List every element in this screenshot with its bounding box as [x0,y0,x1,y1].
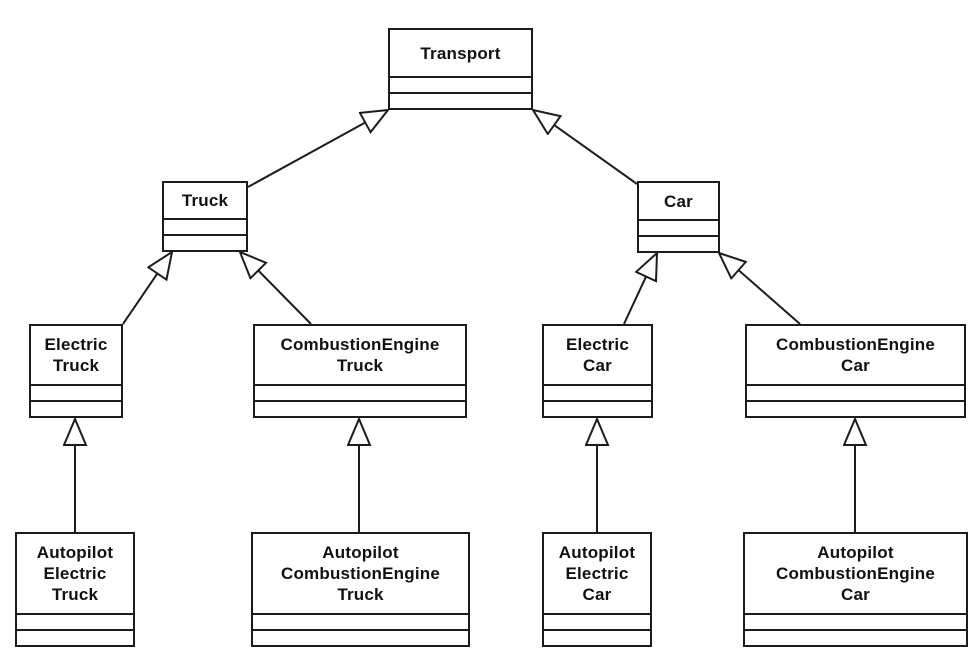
class-name-combustionenginetruck: CombustionEngine Truck [280,335,440,375]
class-box-autopilotelectriccar: Autopilot Electric Car [542,532,652,647]
attributes-compartment [390,76,531,92]
edge-electrictruck-to-truck [122,252,172,325]
edge-electriccar-to-car [623,253,657,325]
attributes-compartment [544,384,651,400]
edge-car-to-transport [533,110,638,185]
class-name-autopilotelectriccar: Autopilot Electric Car [558,543,636,604]
attributes-compartment [255,384,465,400]
attributes-compartment [253,613,468,629]
methods-compartment [745,629,966,645]
class-box-autopilotcombustionenginecar: Autopilot CombustionEngine Car [743,532,968,647]
methods-compartment [255,400,465,416]
attributes-compartment [544,613,650,629]
methods-compartment [31,400,121,416]
class-name-transport: Transport [420,43,501,63]
attributes-compartment [747,384,964,400]
class-box-transport: Transport [388,28,533,110]
methods-compartment [253,629,468,645]
attributes-compartment [31,384,121,400]
class-box-combustionenginetruck: CombustionEngine Truck [253,324,467,418]
attributes-compartment [164,218,246,234]
class-name-autopilotcombustionenginecar: Autopilot CombustionEngine Car [775,543,936,604]
methods-compartment [164,234,246,250]
attributes-compartment [17,613,133,629]
class-box-electriccar: Electric Car [542,324,653,418]
class-box-autopilotcombustionenginetruck: Autopilot CombustionEngine Truck [251,532,470,647]
methods-compartment [17,629,133,645]
methods-compartment [544,400,651,416]
class-box-electrictruck: Electric Truck [29,324,123,418]
class-name-autopilotcombustionenginetruck: Autopilot CombustionEngine Truck [280,543,441,604]
class-box-autopilotelectrictruck: Autopilot Electric Truck [15,532,135,647]
class-name-truck: Truck [181,191,229,210]
class-name-electriccar: Electric Car [565,335,630,375]
methods-compartment [747,400,964,416]
methods-compartment [390,92,531,108]
class-box-combustionenginecar: CombustionEngine Car [745,324,966,418]
edge-truck-to-transport [247,110,388,188]
edge-combustionenginecar-to-car [719,253,801,325]
methods-compartment [544,629,650,645]
methods-compartment [639,235,718,251]
class-name-car: Car [664,191,693,211]
class-name-combustionenginecar: CombustionEngine Car [775,335,936,375]
class-box-truck: Truck [162,181,248,252]
class-box-car: Car [637,181,720,253]
class-name-electrictruck: Electric Truck [44,335,108,375]
class-name-autopilotelectrictruck: Autopilot Electric Truck [36,543,114,604]
attributes-compartment [745,613,966,629]
attributes-compartment [639,219,718,235]
edge-combustionenginetruck-to-truck [240,252,312,325]
